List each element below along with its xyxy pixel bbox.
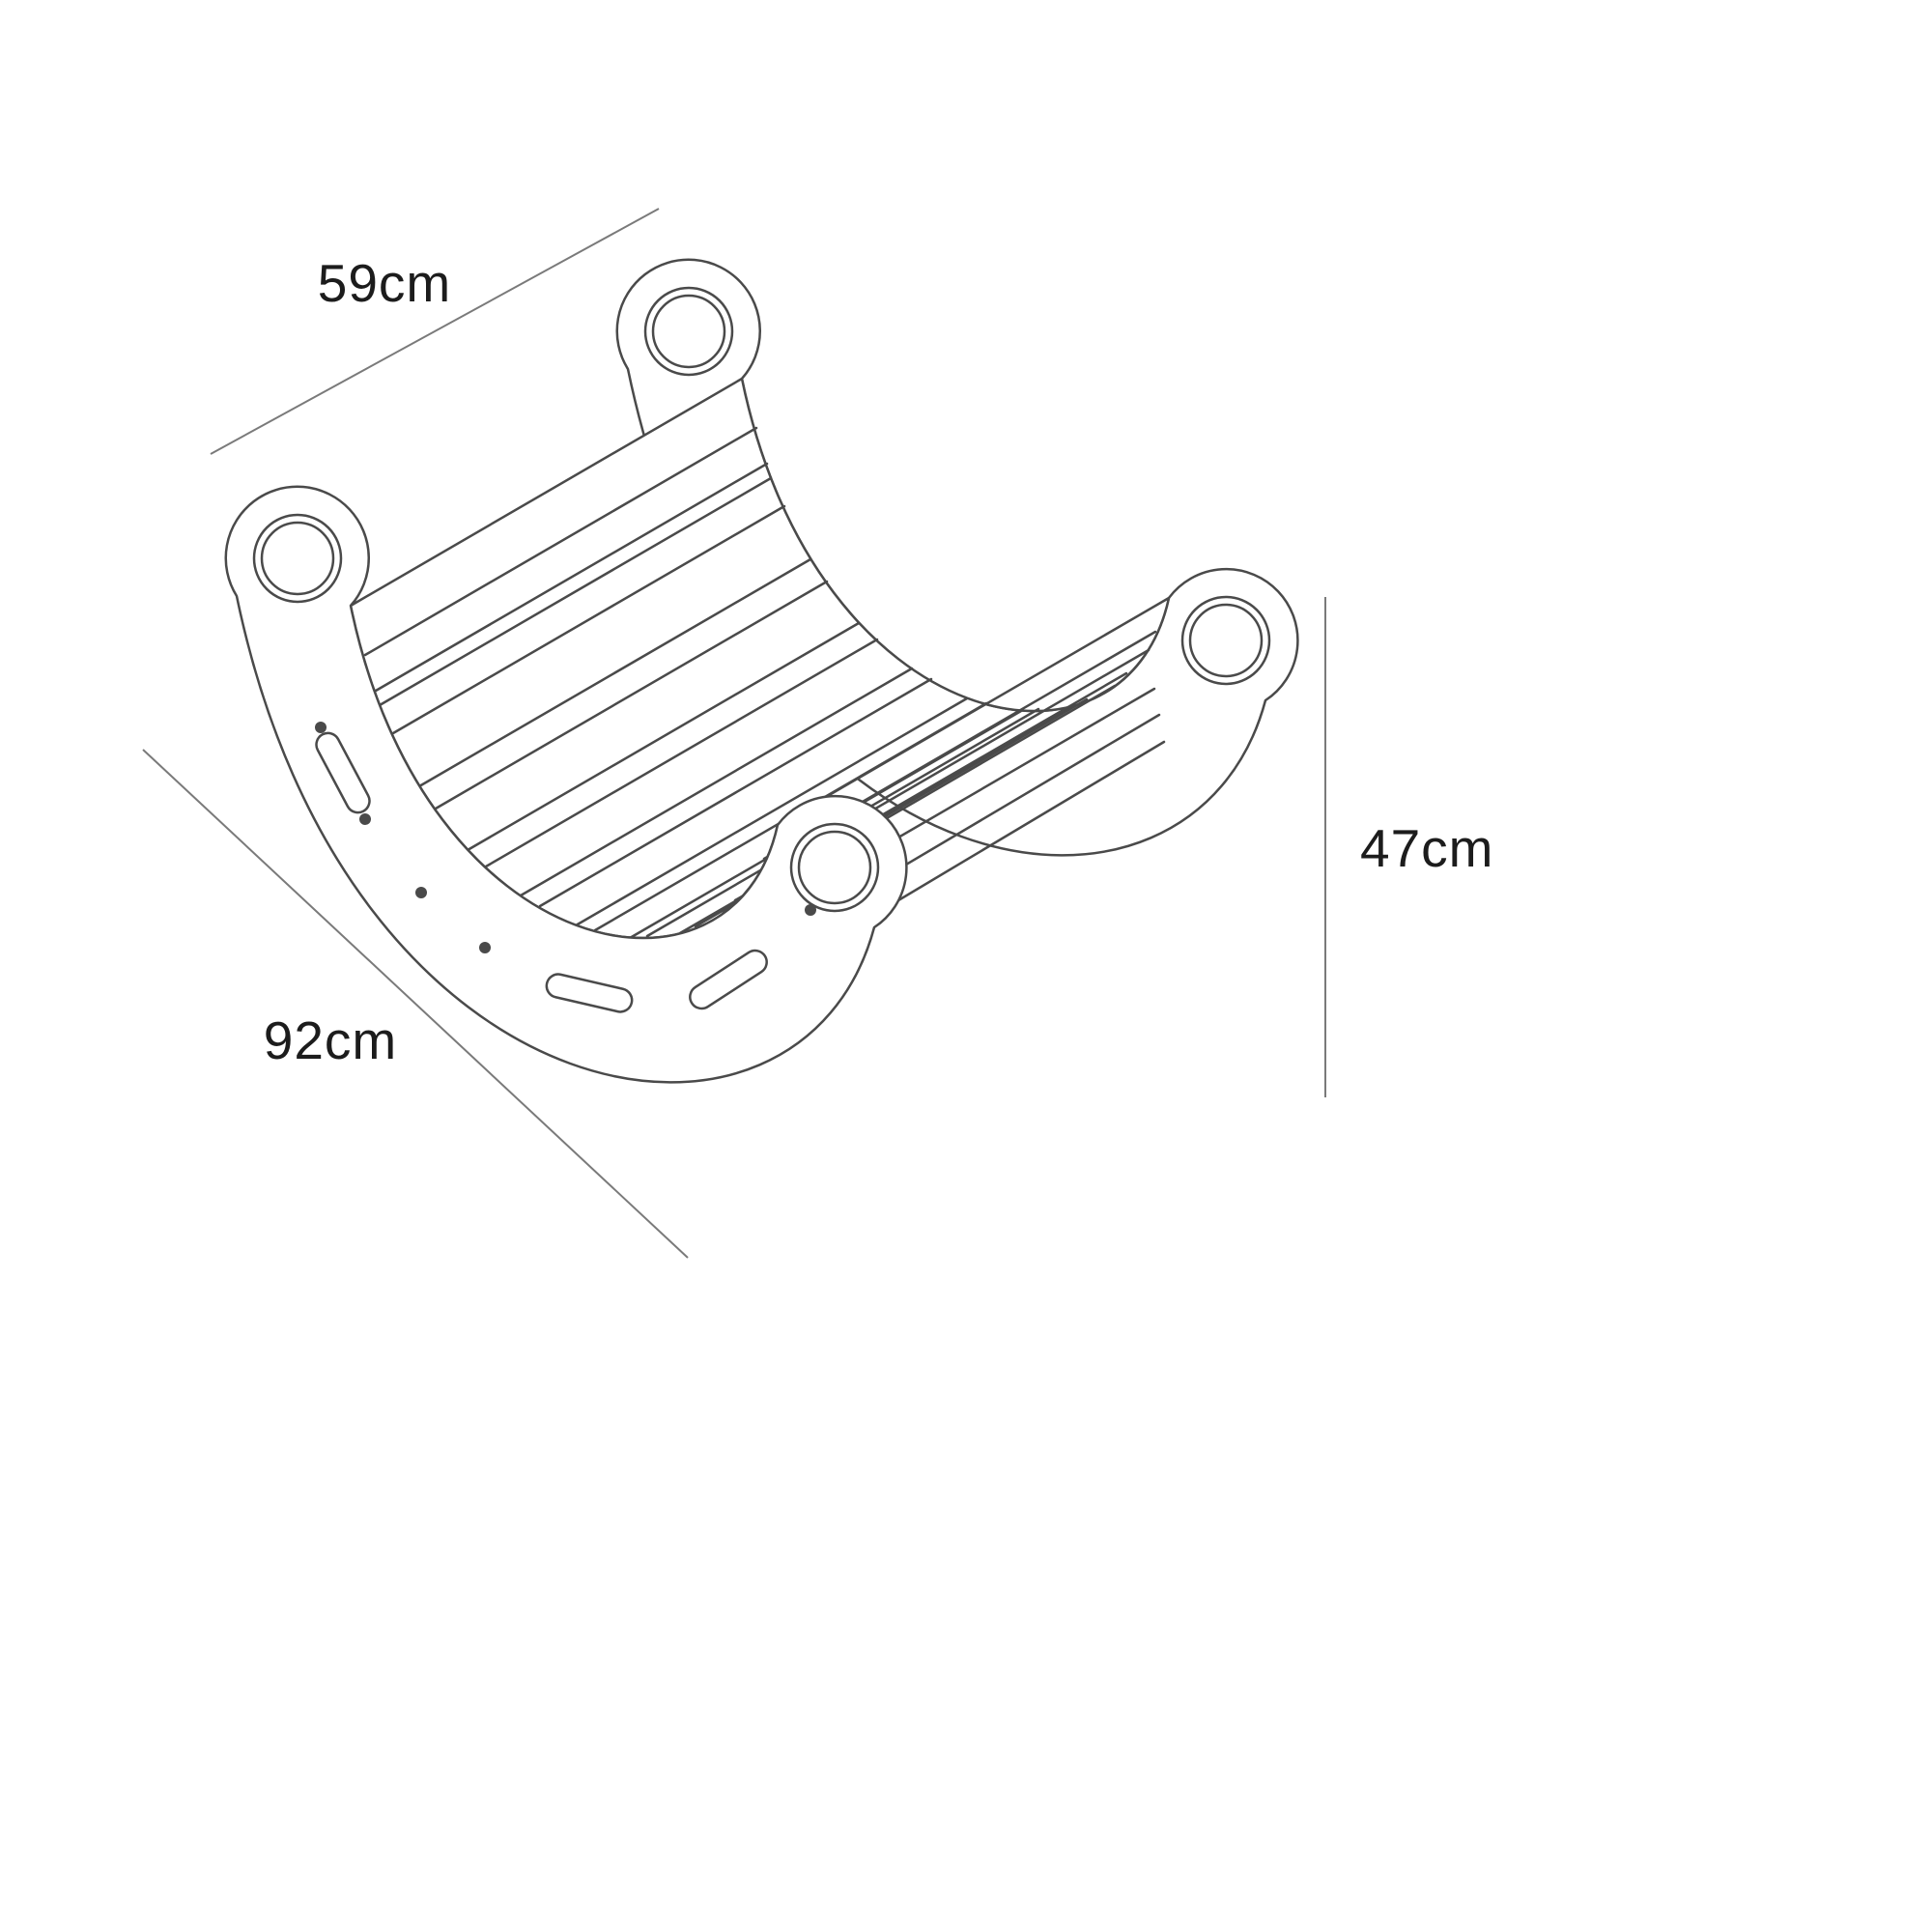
- grip-slot: [689, 949, 768, 1010]
- handle-hole-near-right-inner: [797, 830, 872, 905]
- handle-hole-far-right-inner: [1188, 603, 1264, 678]
- dimension-label-length: 92cm: [264, 1010, 398, 1070]
- dimension-line-length: [142, 749, 689, 1259]
- near-side-panel-outline: [224, 485, 908, 1084]
- grip-slots: [315, 731, 768, 1013]
- screw-dot: [415, 887, 427, 898]
- near-side-panel: [224, 485, 908, 1084]
- dimension-label-height: 47cm: [1360, 818, 1494, 878]
- handle-hole-far-left-inner: [651, 294, 726, 369]
- screw-dot: [805, 904, 816, 916]
- dimension-label-width: 59cm: [318, 253, 452, 313]
- grip-slot: [545, 973, 634, 1013]
- dimension-line-width: [210, 208, 660, 455]
- grip-slot: [315, 731, 371, 814]
- handle-hole-near-left-inner: [260, 521, 335, 596]
- screw-dot: [315, 722, 327, 733]
- handle-holes: [252, 286, 1271, 913]
- screw-dot: [479, 942, 491, 953]
- screw-dot: [359, 813, 371, 825]
- dimension-annotations: 59cm 92cm 47cm: [142, 208, 1494, 1259]
